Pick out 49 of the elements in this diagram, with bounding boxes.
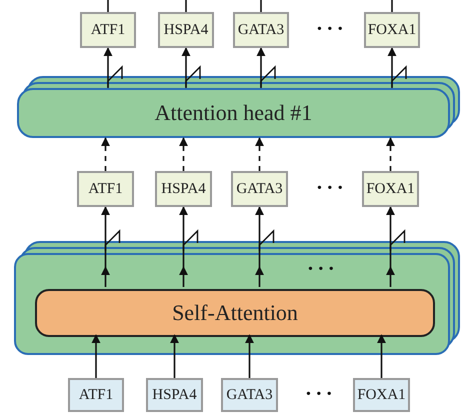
- arrow: [386, 207, 395, 287]
- gene-box: [155, 171, 212, 207]
- gene-box: [233, 12, 289, 48]
- gene-box: [80, 12, 136, 48]
- arrow: [245, 334, 254, 378]
- arrow: [104, 47, 112, 88]
- gene-label: GATA3: [236, 180, 283, 198]
- gene-box: [364, 12, 420, 48]
- ellipsis: • • •: [306, 387, 333, 403]
- self-attention-block: [35, 289, 435, 337]
- gene-box: [353, 378, 410, 412]
- gene-label: HSPA4: [152, 386, 197, 404]
- encoder-block: [14, 253, 450, 355]
- arrow: [92, 334, 100, 378]
- gene-label: GATA3: [238, 22, 284, 38]
- gene-box: [68, 378, 124, 412]
- arrow: [377, 334, 386, 378]
- gene-label: GATA3: [226, 386, 273, 404]
- ellipsis: • • •: [308, 262, 335, 278]
- block-title: Attention head #1: [154, 100, 312, 126]
- attention-head-block: [17, 88, 450, 138]
- arrow: [101, 207, 110, 287]
- gene-label: FOXA1: [366, 180, 415, 198]
- arrow: [179, 137, 188, 171]
- arrow: [386, 137, 395, 171]
- ellipsis: • • •: [317, 22, 344, 38]
- gene-label: ATF1: [88, 180, 123, 198]
- gene-box: [362, 171, 419, 207]
- arrow: [170, 334, 179, 378]
- gene-label: HSPA4: [161, 180, 206, 198]
- gene-box: [77, 171, 134, 207]
- ellipsis: • • •: [317, 181, 344, 197]
- arrow: [256, 47, 266, 88]
- gene-box: [146, 378, 203, 412]
- gene-box: [221, 378, 278, 412]
- gene-label: HSPA4: [164, 22, 208, 38]
- gene-box: [231, 171, 288, 207]
- gene-label: ATF1: [90, 22, 126, 38]
- gene-box: [158, 12, 214, 48]
- gene-label: ATF1: [78, 386, 114, 404]
- block-title: Self-Attention: [172, 300, 298, 326]
- arrow: [101, 137, 110, 171]
- arrow: [388, 47, 396, 88]
- gene-label: FOXA1: [357, 386, 406, 404]
- gene-label: FOXA1: [368, 22, 416, 38]
- arrow: [255, 137, 264, 171]
- arrow: [255, 207, 264, 287]
- arrow: [182, 47, 190, 88]
- arrow: [179, 207, 188, 287]
